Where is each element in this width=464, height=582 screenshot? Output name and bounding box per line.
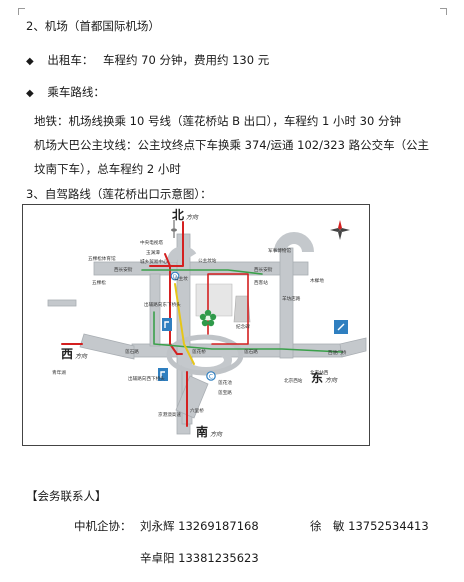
section3-heading: 3、自驾路线（莲花桥出口示意图）： [26,187,212,201]
bus-row: ◆ 乘车路线： [26,84,105,100]
north-direction: 方向 [186,213,199,221]
subway-line: 地铁：机场线换乘 10 号线（莲花桥站 B 出口），车程约 1 小时 30 分钟 [34,114,401,128]
south-label: 南 [196,424,208,439]
road-mid-left [149,273,161,347]
taxi-text: 车程约 70 分钟，费用约 130 元 [103,53,270,67]
contact-person-1: 刘永辉 13269187168 [140,519,259,533]
section2-heading: 2、机场（首都国际机场） [26,19,160,33]
flower-logo-icon [199,309,217,327]
tv-tower-icon [171,220,177,238]
map-label: 玉渊潭 [146,249,160,256]
map-label: 城乡贸易中心 [140,258,168,265]
route-red-north [149,221,184,267]
taxi-row: ◆ 出租车： 车程约 70 分钟，费用约 130 元 [26,52,269,68]
map-label: 公主坟站 [198,257,217,264]
diamond-bullet-icon: ◆ [26,56,34,67]
road-ring-outer [166,334,244,376]
route-red-loop [207,273,249,345]
map-label: 青年湖 [52,369,66,376]
map-label: 军事博物馆 [268,247,291,254]
map-label: 莲花桥 [192,348,206,355]
map-label: 五棵松 [92,279,106,286]
airport-bus-line-1: 机场大巴公主坟线：公主坟终点下车换乘 374/运通 102/323 路公交车（公… [34,138,430,152]
road-east-vertical [279,247,294,359]
east-label: 东 [311,370,323,385]
taxi-label: 出租车： [47,53,94,67]
map-label: 公主坟 [174,275,188,282]
contact-person-3: 辛卓阳 13381235623 [140,551,259,565]
map-label: 西便门桥 [328,349,347,356]
route-green-top [141,269,263,275]
diamond-bullet-icon: ◆ [26,88,34,99]
corner-mark [18,8,25,15]
map-label: 西客站 [254,279,268,286]
blue-sign-icon [158,368,168,381]
contacts-heading: 【会务联系人】 [26,489,107,503]
route-yellow [174,283,195,365]
route-green-main [153,311,343,353]
map-label: 莲石路 [244,348,258,355]
map-label: 京港澳高速 [158,411,181,418]
map-label: 西长安街 [254,266,273,273]
map-label: 莲石路 [125,348,139,355]
park-block [195,283,233,317]
west-label: 西 [61,347,73,361]
map-label: 木樨地 [310,277,324,284]
road-southwest [175,375,209,419]
map-label: 中央电视塔 [140,239,163,246]
map-label: 六里桥 [190,407,204,414]
west-direction: 方向 [75,352,88,360]
blue-sign-icon [334,320,348,334]
map-label: 羊坊店路 [282,295,301,302]
map-label: 北京西站 [284,377,303,384]
road-east-loop [274,232,314,253]
east-direction: 方向 [325,376,338,384]
map-label: 西长安街 [114,266,133,273]
compass-star-icon [330,220,350,240]
map-label: 莲花池 [218,379,232,386]
map-label: 北京站西 [310,369,329,376]
sign-c-icon: C [206,371,216,381]
map-label: 莲宝路 [218,389,232,396]
road-left-spur [47,299,77,307]
route-map: C D 北 方向 西 方向 东 方向 南 方向 中央电视塔 玉渊潭 城乡贸易中心… [22,204,370,446]
road-west-changan [93,261,309,276]
corner-mark [440,8,447,15]
building-block [233,295,251,323]
south-direction: 方向 [210,430,223,438]
contact-org-label: 中机企协： [74,519,132,533]
north-label: 北 [172,207,184,222]
map-label: 五棵松体育馆 [88,255,116,262]
route-red-mid [164,253,183,355]
sign-d-label: D [173,274,177,280]
contact-person-2: 徐 敏 13752534413 [310,519,429,533]
road-loop-north [167,246,197,263]
map-label: 纪念碑 [236,323,250,330]
map-label: 出辅路向西下桥头 [128,375,165,382]
blue-sign-icon [162,318,172,331]
sign-d-icon: D [170,271,180,280]
map-label: 出辅路向东下桥头 [144,301,181,308]
airport-bus-line-2: 坟南下车），总车程约 2 小时 [34,162,181,176]
sign-c-label: C [209,374,213,381]
road-west-diagonal [79,333,135,360]
bus-label: 乘车路线： [47,85,105,99]
